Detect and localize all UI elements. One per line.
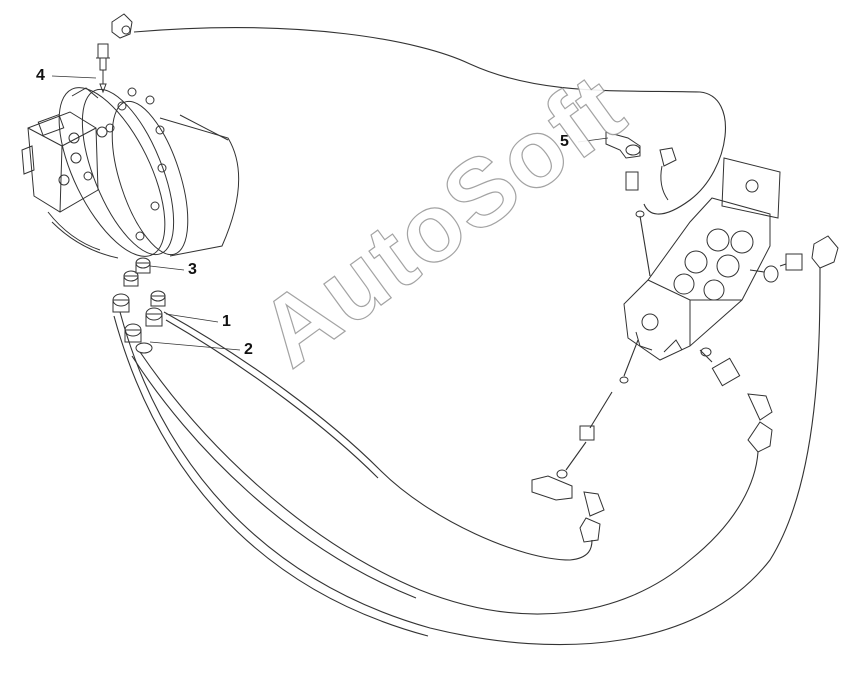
part-label-4: 4: [36, 67, 45, 84]
motor-fittings: [96, 13, 166, 354]
hoses: [113, 27, 821, 646]
travel-motor: [21, 87, 240, 259]
part-label-3: 3: [188, 261, 197, 278]
joint-fittings: [531, 131, 839, 543]
swivel-joint: [623, 157, 781, 361]
part-label-2: 2: [244, 341, 253, 358]
part-label-5: 5: [560, 133, 569, 150]
leader-lines: [51, 75, 609, 351]
part-label-1: 1: [222, 313, 231, 330]
